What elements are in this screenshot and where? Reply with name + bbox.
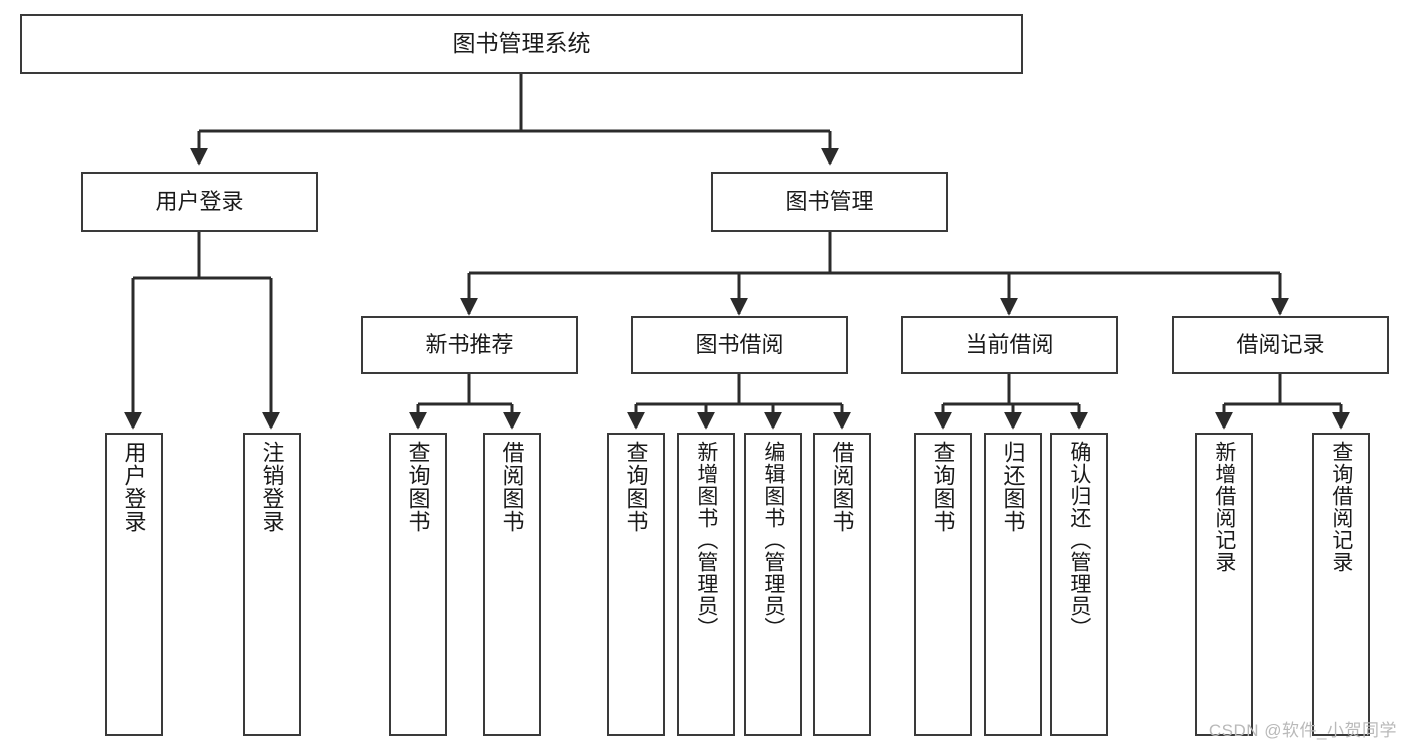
leaf-edit-book[interactable]: 编辑图书（管理员） xyxy=(744,433,802,736)
leaf-borrow-book-2[interactable]: 借阅图书 xyxy=(813,433,871,736)
node-borrow-record[interactable]: 借阅记录 xyxy=(1172,316,1389,374)
leaf-user-login-label: 用户登录 xyxy=(121,441,147,533)
node-user-login[interactable]: 用户登录 xyxy=(81,172,318,232)
leaf-add-record[interactable]: 新增借阅记录 xyxy=(1195,433,1253,736)
leaf-add-book-label: 新增图书（管理员） xyxy=(694,441,718,639)
leaf-return-book[interactable]: 归还图书 xyxy=(984,433,1042,736)
node-book-borrow[interactable]: 图书借阅 xyxy=(631,316,848,374)
leaf-borrow-book-2-label: 借阅图书 xyxy=(829,441,855,533)
leaf-logout[interactable]: 注销登录 xyxy=(243,433,301,736)
node-current-borrow-label: 当前借阅 xyxy=(965,332,1054,358)
watermark: CSDN @软件_小贺同学 xyxy=(1208,721,1397,740)
node-borrow-record-label: 借阅记录 xyxy=(1236,332,1325,358)
node-new-book-rec[interactable]: 新书推荐 xyxy=(361,316,578,374)
leaf-user-login[interactable]: 用户登录 xyxy=(105,433,163,736)
leaf-return-book-label: 归还图书 xyxy=(1000,441,1026,533)
node-new-book-rec-label: 新书推荐 xyxy=(425,332,514,358)
leaf-borrow-book-1[interactable]: 借阅图书 xyxy=(483,433,541,736)
leaf-query-book-1-label: 查询图书 xyxy=(405,441,431,533)
leaf-query-book-1[interactable]: 查询图书 xyxy=(389,433,447,736)
leaf-query-record[interactable]: 查询借阅记录 xyxy=(1312,433,1370,736)
node-book-manage-label: 图书管理 xyxy=(785,189,874,215)
leaf-add-record-label: 新增借阅记录 xyxy=(1212,441,1236,573)
node-book-borrow-label: 图书借阅 xyxy=(695,332,784,358)
leaf-logout-label: 注销登录 xyxy=(259,441,285,533)
leaf-query-book-2-label: 查询图书 xyxy=(623,441,649,533)
leaf-borrow-book-1-label: 借阅图书 xyxy=(499,441,525,533)
leaf-query-book-3[interactable]: 查询图书 xyxy=(914,433,972,736)
leaf-query-book-2[interactable]: 查询图书 xyxy=(607,433,665,736)
leaf-confirm-return-label: 确认归还（管理员） xyxy=(1067,441,1091,639)
leaf-confirm-return[interactable]: 确认归还（管理员） xyxy=(1050,433,1108,736)
node-user-login-label: 用户登录 xyxy=(155,189,244,215)
node-current-borrow[interactable]: 当前借阅 xyxy=(901,316,1118,374)
leaf-add-book[interactable]: 新增图书（管理员） xyxy=(677,433,735,736)
node-root-label: 图书管理系统 xyxy=(452,30,591,57)
leaf-query-book-3-label: 查询图书 xyxy=(930,441,956,533)
leaf-edit-book-label: 编辑图书（管理员） xyxy=(761,441,785,639)
leaf-query-record-label: 查询借阅记录 xyxy=(1329,441,1353,573)
node-book-manage[interactable]: 图书管理 xyxy=(711,172,948,232)
node-root[interactable]: 图书管理系统 xyxy=(20,14,1023,74)
